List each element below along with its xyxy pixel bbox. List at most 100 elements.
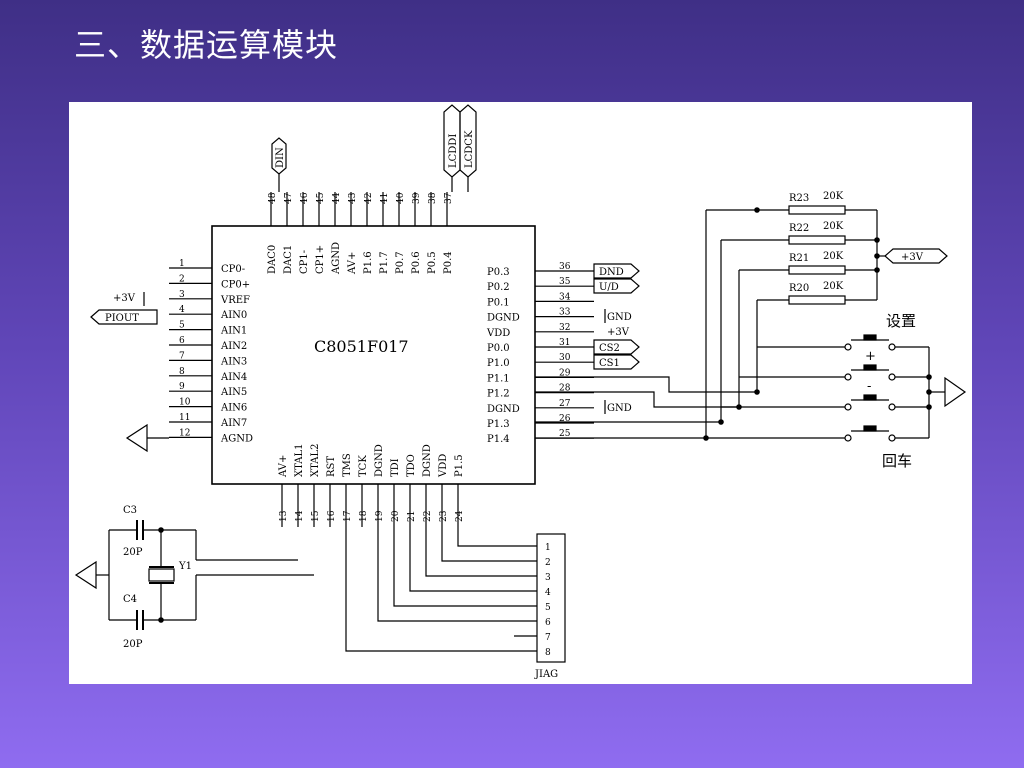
right-pin-name: P1.2 [487,389,510,400]
bottom-pin-name: TDO [406,454,417,477]
jtag-pin-number: 6 [545,618,551,628]
bottom-pin-number: 15 [311,510,321,522]
bottom-pin-name: DGND [422,444,433,477]
bottom-pin-number: 21 [407,511,417,522]
cs1-tag: CS1 [593,354,640,370]
right-pin-number: 36 [559,262,571,272]
top-pin-number: 42 [364,193,374,204]
left-pin-name: AIN5 [220,387,247,398]
bottom-pin-number: 14 [295,510,305,522]
r21-ref: R21 [789,253,809,264]
top-pin-name: CP1+ [315,245,326,274]
left-pin-number: 4 [179,305,185,315]
enter-button-label: 回车 [882,452,912,470]
top-pin-number: 44 [332,192,342,204]
right-pin-name: P0.1 [487,297,510,308]
lcddi-label: LCDDI [448,134,459,168]
bottom-pin-name: VDD [438,454,449,478]
set-button-label: 设置 [886,312,916,330]
jtag-pin-number: 5 [545,603,551,613]
right-pin-name: P0.0 [487,343,510,354]
chip-body [211,225,536,485]
left-pin-name: AGND [220,433,253,444]
r20-value: 20K [823,281,844,292]
right-pin-number: 30 [559,353,571,363]
left-pin-number: 10 [179,398,191,408]
bottom-pin-name: RST [326,456,337,477]
right-pin-number: 34 [559,292,571,302]
jtag-wire [425,527,537,577]
c3-value: 20P [123,547,143,558]
top-pin-group: 48DAC047DAC146CP1-45CP1+44AGND43AV+42P1.… [267,192,454,275]
top-pin-number: 38 [428,192,438,204]
top-pin-number: 47 [284,192,294,204]
r21-value: 20K [823,251,844,262]
right-pin-number: 29 [559,368,571,378]
bottom-pin-name: AV+ [278,455,289,478]
right-pin-name: VDD [486,328,510,339]
right-pin-group: 36P0.335P0.234P0.133DGND32VDD31P0.030P1.… [486,262,594,445]
right-pin-number: 27 [559,399,571,409]
left-pin-name: AIN2 [220,341,247,352]
supply-3v-tag: +3V [884,248,948,264]
crystal-y1 [148,568,175,582]
jtag-pin-number: 4 [545,588,551,598]
top-pin-number: 39 [412,192,422,204]
r23-ref: R23 [789,193,809,204]
dnd-tag: DND [593,263,640,279]
r23-value: 20K [823,191,844,202]
resistor-r20 [788,295,846,305]
crystal-ground-arrow [74,560,97,590]
bottom-pin-name: XTAL2 [310,444,321,477]
c4-label: C4 [123,594,137,605]
schematic-diagram: C8051F017 48DAC047DAC146CP1-45CP1+44AGND… [74,104,967,680]
jtag-wire [393,527,537,607]
dgnd-gnd-tag: GND [604,309,632,323]
bottom-pin-name: TCK [358,455,369,477]
jtag-label: JIAG [534,669,558,680]
jtag-wire [377,527,537,622]
left-pin-name: AIN1 [220,326,247,337]
top-pin-name: P1.6 [363,251,374,274]
left-pin-number: 9 [179,382,185,392]
c3-label: C3 [123,505,137,516]
piout-tag: PIOUT [90,309,158,325]
top-pin-name: AGND [331,242,342,275]
bottom-pin-name: P1.5 [454,454,465,477]
keypad-wiring [535,346,845,441]
top-pin-name: P0.7 [395,251,406,274]
cs2-tag: CS2 [593,339,640,355]
supply-3v-label: +3V [901,252,924,263]
bottom-pin-number: 18 [359,510,369,522]
left-pin-number: 12 [179,428,190,438]
jtag-pin-number: 3 [545,573,551,583]
ud-tag: U/D [593,278,640,294]
right-pin-name: P1.1 [487,373,510,384]
resistor-r22 [788,235,846,245]
left-pin-name: AIN4 [220,372,247,383]
left-pin-name: AIN0 [220,310,247,321]
r20-ref: R20 [789,283,809,294]
bottom-pin-number: 23 [439,510,449,522]
right-pin-name: DGND [487,404,520,415]
left-pin-number: 2 [179,274,185,284]
crystal-circuit: C3 20P C4 20P Y1 [74,505,314,650]
left-pin-number: 8 [179,367,185,377]
right-pin-number: 25 [559,429,571,439]
top-pin-name: DAC0 [267,245,278,274]
r22-value: 20K [823,221,844,232]
bottom-pin-number: 20 [391,510,401,522]
r22-ref: R22 [789,223,809,234]
top-pin-number: 45 [316,192,326,204]
top-pin-number: 41 [380,193,390,204]
din-label: DIN [275,147,286,168]
right-pin-number: 31 [559,338,570,348]
push-buttons: 设置 + - 回车 [844,312,967,470]
bottom-pin-number: 19 [375,510,385,522]
top-pin-name: P1.7 [379,251,390,274]
left-pin-number: 5 [179,321,185,331]
plus-button-label: + [865,349,876,364]
